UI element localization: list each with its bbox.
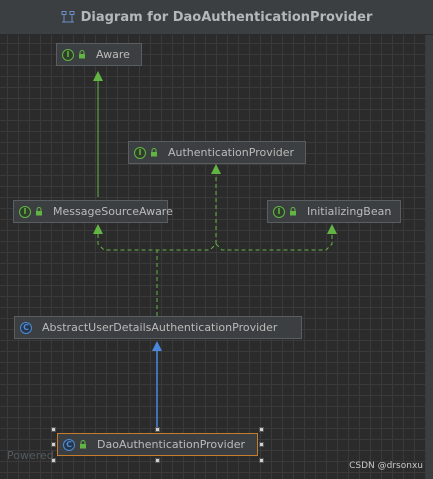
node-label: AuthenticationProvider [168, 146, 295, 159]
node-dao-authentication-provider[interactable]: C DaoAuthenticationProvider [57, 433, 258, 456]
class-icon: C [63, 438, 75, 451]
node-label: DaoAuthenticationProvider [97, 438, 245, 451]
edge-abstract-implements-interfaces [97, 174, 333, 316]
node-label: InitializingBean [307, 205, 392, 218]
node-authentication-provider[interactable]: I AuthenticationProvider [128, 141, 306, 164]
selection-handle[interactable] [259, 458, 264, 463]
node-label: MessageSourceAware [53, 205, 173, 218]
interface-icon: I [273, 205, 285, 218]
window-title-bar: Diagram for DaoAuthenticationProvider [0, 0, 433, 35]
interface-icon: I [62, 48, 74, 61]
selection-handle[interactable] [259, 427, 264, 432]
implements-arrowheads [93, 164, 337, 234]
selection-handle[interactable] [155, 458, 160, 463]
lock-icon [150, 148, 158, 157]
selection-handle[interactable] [259, 442, 264, 447]
node-aware[interactable]: I Aware [56, 43, 142, 66]
selection-handle[interactable] [51, 442, 56, 447]
node-label: Aware [96, 48, 130, 61]
lock-icon [35, 207, 43, 216]
lock-icon [289, 207, 297, 216]
selection-handle[interactable] [51, 427, 56, 432]
edge-dao-extends-abstract [152, 341, 162, 431]
lock-icon [79, 440, 87, 449]
node-abstract-user-details-authentication-provider[interactable]: C AbstractUserDetailsAuthenticationProvi… [14, 316, 302, 339]
interface-icon: I [134, 146, 146, 159]
class-icon: C [20, 321, 32, 334]
node-initializing-bean[interactable]: I InitializingBean [267, 200, 401, 223]
window-title: Diagram for DaoAuthenticationProvider [80, 9, 373, 25]
interface-icon: I [19, 205, 31, 218]
node-label: AbstractUserDetailsAuthenticationProvide… [42, 321, 278, 334]
diagram-canvas[interactable] [0, 35, 426, 479]
edge-messagesourceaware-extends-aware [93, 71, 103, 197]
watermark: CSDN @drsonxu [349, 461, 423, 471]
vertical-scrollbar[interactable] [426, 35, 433, 479]
selection-handle[interactable] [155, 427, 160, 432]
powered-by-text: Powered [7, 449, 54, 462]
diagram-icon [61, 11, 75, 23]
node-message-source-aware[interactable]: I MessageSourceAware [13, 200, 173, 223]
selection-handle[interactable] [51, 458, 56, 463]
lock-icon [78, 50, 86, 59]
